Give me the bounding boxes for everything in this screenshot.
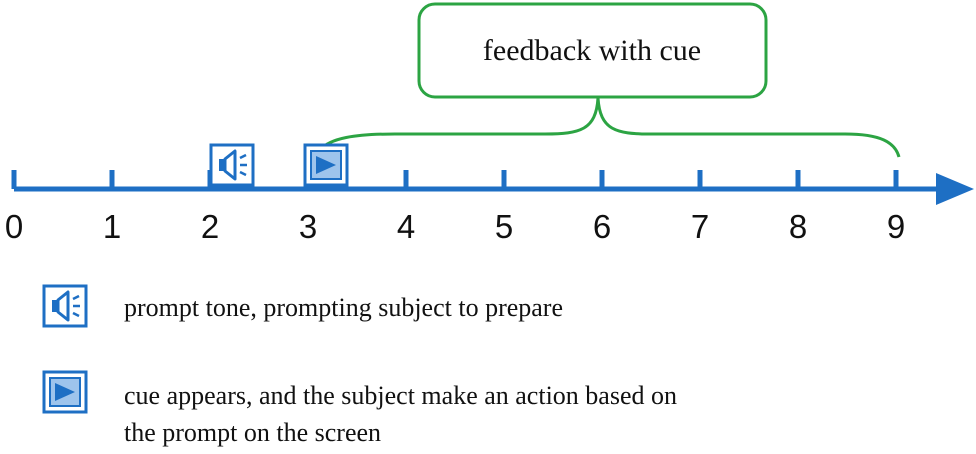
speaker-icon: [209, 143, 255, 187]
feedback-box: [417, 2, 768, 99]
feedback-label: feedback with cue: [483, 34, 701, 67]
axis-tick-labels: 0 1 2 3 4 5 6 7 8 9: [5, 208, 905, 245]
feedback-callout: feedback with cue: [318, 2, 901, 158]
legend-item-cue: cue appears, and the subject make an act…: [42, 370, 677, 447]
tick-label-5: 5: [495, 208, 513, 245]
legend-text-cue-line-2: the prompt on the screen: [124, 418, 381, 447]
speaker-icon: [42, 284, 88, 328]
tick-label-6: 6: [593, 208, 611, 245]
tick-label-3: 3: [299, 208, 317, 245]
tick-label-7: 7: [691, 208, 709, 245]
tick-label-2: 2: [201, 208, 219, 245]
legend: prompt tone, prompting subject to prepar…: [42, 284, 677, 447]
timeline-axis: 0 1 2 3 4 5 6 7 8 9: [5, 170, 974, 245]
legend-text-prompt-tone: prompt tone, prompting subject to prepar…: [124, 293, 563, 322]
play-icon: [42, 370, 88, 414]
tick-label-1: 1: [103, 208, 121, 245]
legend-text-cue-line-1: cue appears, and the subject make an act…: [124, 381, 677, 410]
play-icon: [303, 143, 349, 187]
tick-label-4: 4: [397, 208, 415, 245]
legend-item-prompt-tone: prompt tone, prompting subject to prepar…: [42, 284, 563, 328]
axis-arrowhead: [936, 173, 974, 205]
axis-ticks: [11, 170, 899, 189]
feedback-brace: [318, 97, 901, 158]
tick-label-0: 0: [5, 208, 23, 245]
tick-label-8: 8: [789, 208, 807, 245]
tick-label-9: 9: [887, 208, 905, 245]
